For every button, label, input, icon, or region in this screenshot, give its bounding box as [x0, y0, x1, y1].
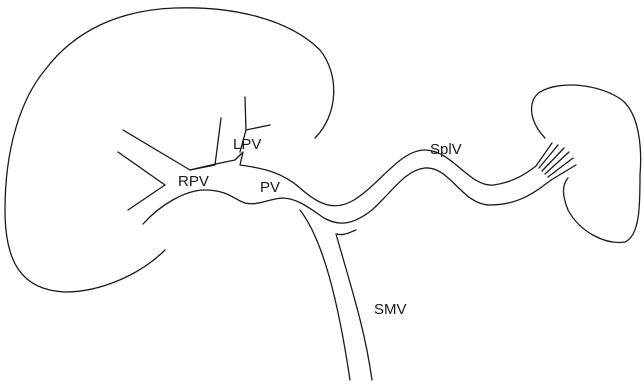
label-rpv: RPV [178, 173, 209, 190]
left-portal-vein-branches [190, 97, 270, 170]
label-pv: PV [260, 179, 280, 196]
label-smv: SMV [374, 301, 407, 318]
liver-outline [5, 8, 334, 292]
portal-vein-upper-wall [190, 150, 536, 206]
right-portal-vein-branches [118, 130, 190, 210]
label-splv: SplV [430, 141, 462, 158]
smv-right-wall [336, 230, 372, 380]
spleen-outline [532, 85, 641, 242]
label-lpv: LPV [233, 136, 261, 153]
smv-left-wall [300, 210, 350, 380]
splenic-hilum-vessels [536, 143, 576, 180]
